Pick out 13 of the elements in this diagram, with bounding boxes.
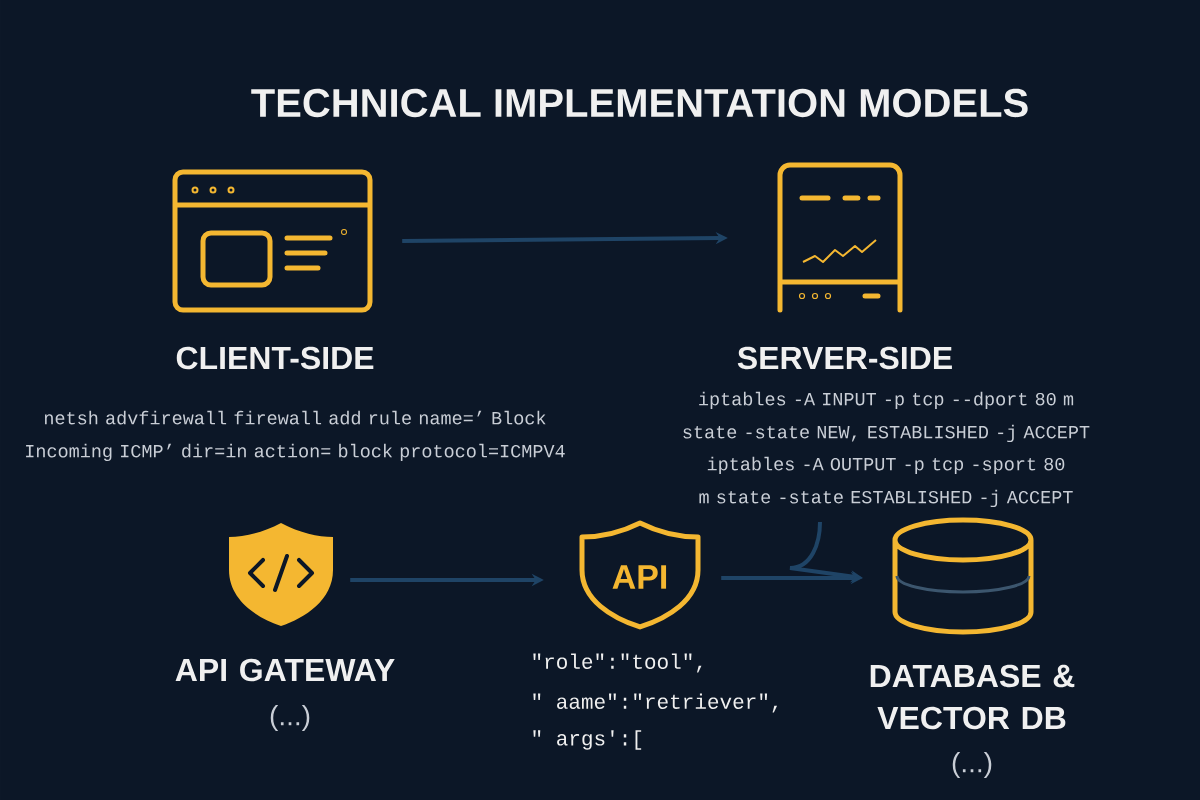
heading: SERVER-SIDE bbox=[737, 346, 952, 370]
ellipsis-text: (...) bbox=[952, 751, 992, 779]
code-text: "role":"tool", bbox=[533, 653, 702, 673]
heading: DATABASE & VECTOR DB bbox=[870, 664, 1075, 730]
heading: API bbox=[612, 565, 667, 589]
code-text: iptables -A OUTPUT -p tcp -sport 80 m state -state ESTABLISHED -j ACCEPT bbox=[699, 456, 1073, 508]
code-text: netsh advfirewall firewall add rule name=’ Block Incoming ICMP’ dir=in action= block protocol=ICMPV4 bbox=[26, 410, 565, 462]
heading: CLIENT-SIDE bbox=[176, 346, 374, 370]
code-text: " aame":"retriever", bbox=[533, 693, 778, 713]
code-text: " args':[ bbox=[533, 730, 642, 750]
ellipsis-text: (...) bbox=[270, 704, 310, 732]
heading: API GATEWAY bbox=[175, 658, 395, 682]
title: TECHNICAL IMPLEMENTATION MODELS bbox=[251, 88, 1028, 118]
